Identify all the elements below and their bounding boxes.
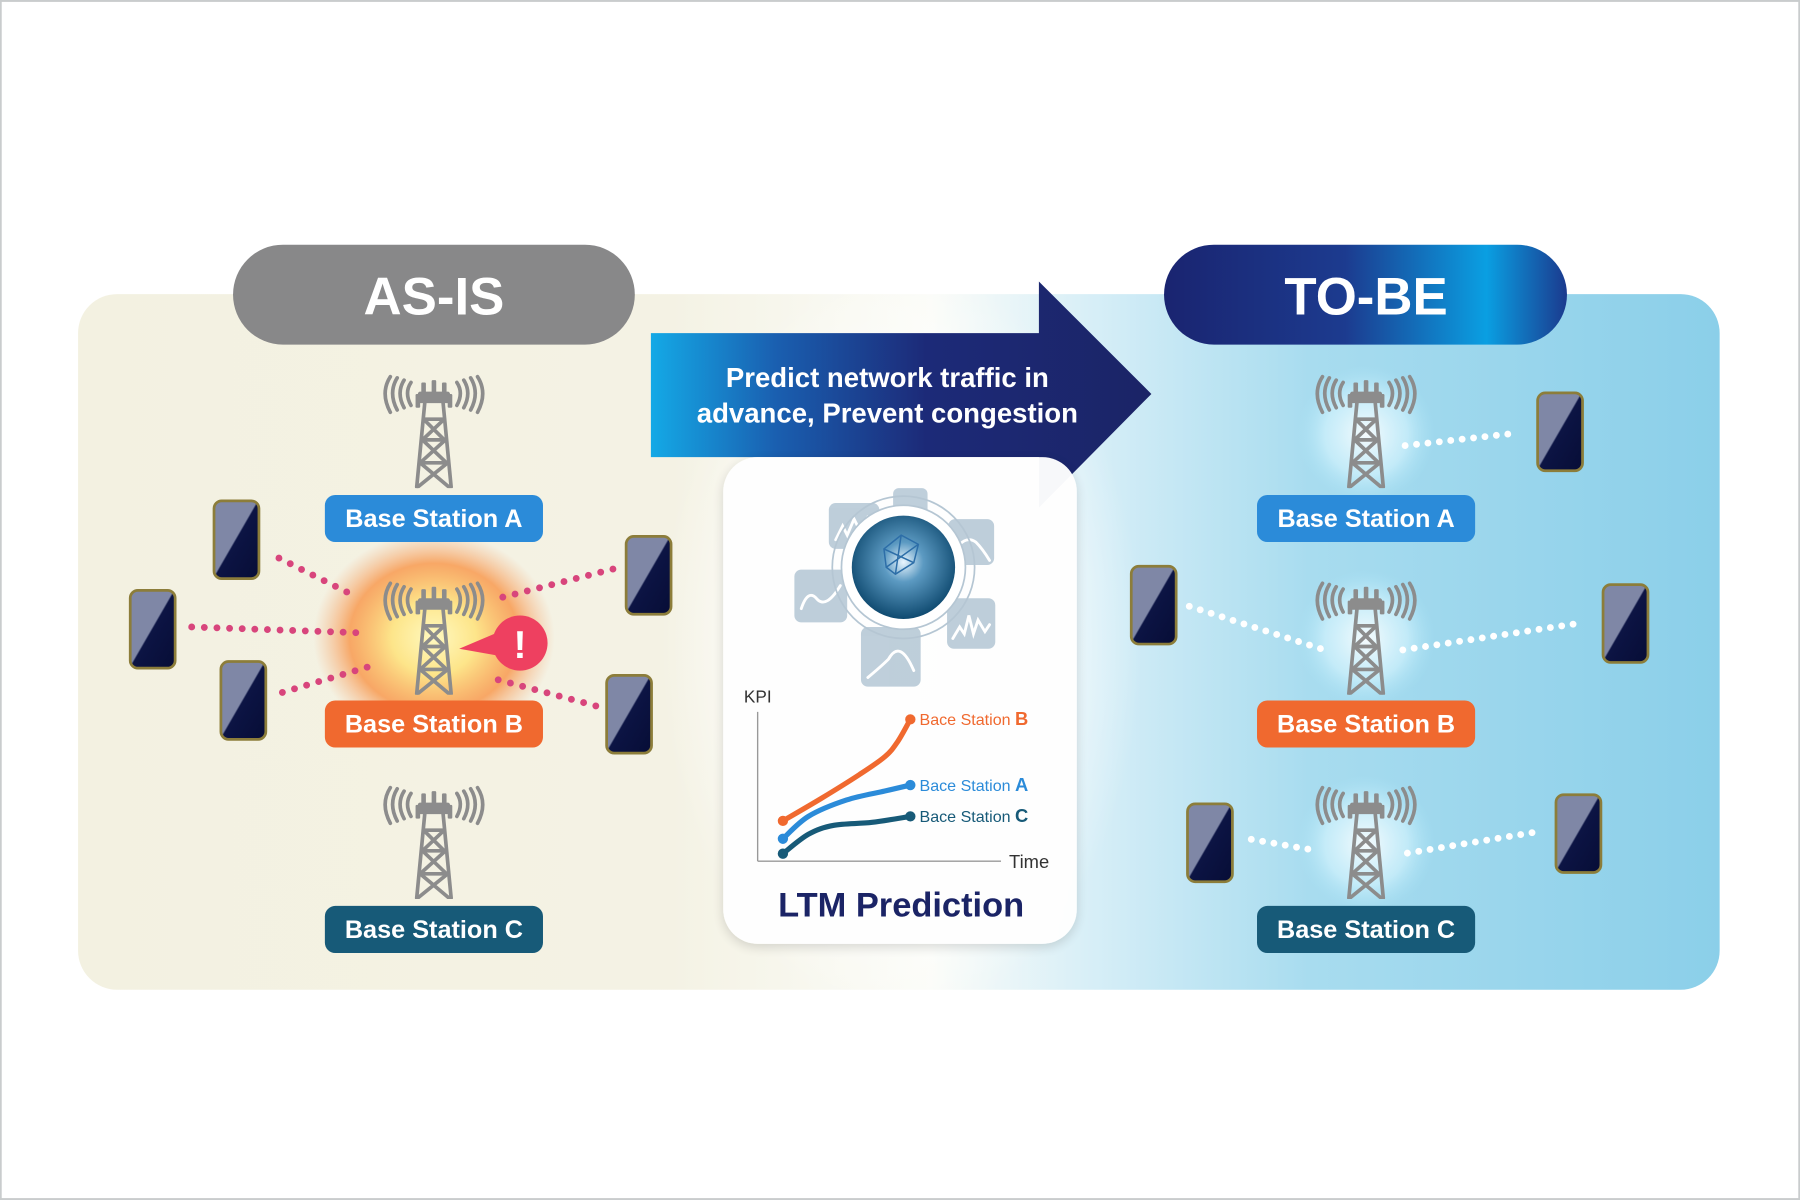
warning-symbol: ! — [514, 624, 527, 667]
as-is-title: AS-IS — [364, 268, 505, 327]
warning-icon: ! — [459, 615, 548, 671]
link-dots — [1401, 429, 1522, 450]
series-label-letter: B — [1015, 708, 1028, 729]
link-dots — [494, 676, 601, 710]
link-dots — [1399, 620, 1581, 654]
label-text: Base Station B — [1277, 711, 1455, 739]
series-label-c: Bace Station C — [920, 805, 1029, 826]
prediction-arrow: Predict network traffic in advance, Prev… — [650, 281, 1152, 508]
to-be-section: Base Station A Base Station B Base Stati… — [1129, 365, 1650, 953]
phone-icon — [1536, 391, 1584, 473]
card-title: LTM Prediction — [778, 886, 1024, 924]
series-line-b — [780, 716, 913, 824]
link-dots — [275, 554, 354, 598]
link-dots — [1185, 602, 1329, 654]
balanced-links — [1185, 429, 1581, 857]
label-text: Base Station A — [345, 505, 522, 533]
phone-icon — [219, 660, 268, 741]
series-label-name: Bace Station — [920, 808, 1016, 826]
series-point-c-end — [905, 811, 916, 822]
phone-icon — [128, 588, 177, 670]
phone-icon — [1601, 583, 1650, 664]
x-axis-label: Time — [1009, 851, 1049, 872]
series-point-a-start — [777, 833, 789, 844]
series-label-name: Bace Station — [920, 777, 1016, 795]
signal-tile-icon — [794, 569, 848, 623]
label-base-station-b: Base Station B — [1257, 700, 1476, 748]
series-label-letter: C — [1015, 805, 1028, 826]
series-point-c-start — [777, 848, 789, 859]
ai-brain-illustration — [794, 488, 996, 687]
arrow-text-line2: advance, Prevent congestion — [697, 398, 1078, 429]
congested-links — [188, 554, 619, 710]
series-point-b-end — [905, 714, 916, 725]
as-is-header: AS-IS — [233, 244, 635, 345]
as-is-section: ! Base Station A Base Station B Base Sta… — [128, 374, 673, 953]
arrow-text-line1: Predict network traffic in — [726, 362, 1049, 393]
phone-icon — [1129, 564, 1178, 646]
series-label-a: Bace Station A — [920, 774, 1029, 795]
phone-icon — [624, 535, 673, 616]
series-line-a — [780, 782, 913, 842]
to-be-header: TO-BE — [1164, 244, 1567, 345]
series-label-letter: A — [1015, 774, 1028, 795]
link-dots — [1247, 835, 1322, 855]
label-text: Base Station B — [345, 711, 523, 739]
phone-icon — [1186, 802, 1234, 884]
label-text: Base Station A — [1277, 505, 1454, 533]
label-base-station-c: Base Station C — [324, 905, 543, 953]
to-be-title: TO-BE — [1284, 268, 1447, 327]
series-point-b-start — [777, 815, 789, 827]
label-text: Base Station C — [345, 916, 523, 944]
series-line-c — [780, 813, 913, 857]
label-base-station-b: Base Station B — [324, 700, 543, 748]
phone-icon — [212, 499, 261, 581]
series-point-a-end — [905, 779, 916, 791]
link-dots — [278, 663, 371, 696]
brain-icon — [851, 515, 956, 619]
series-label-b: Bace Station B — [920, 708, 1029, 729]
phone-icon — [605, 673, 653, 755]
series-label-name: Bace Station — [920, 711, 1016, 729]
phone-icon — [1554, 793, 1603, 874]
label-base-station-c: Base Station C — [1257, 905, 1476, 953]
label-text: Base Station C — [1277, 916, 1455, 944]
y-axis-label: KPI — [744, 687, 772, 707]
label-base-station-a: Base Station A — [1257, 494, 1476, 543]
link-dots — [188, 623, 362, 637]
link-dots — [1403, 829, 1538, 857]
label-base-station-a: Base Station A — [324, 494, 543, 543]
